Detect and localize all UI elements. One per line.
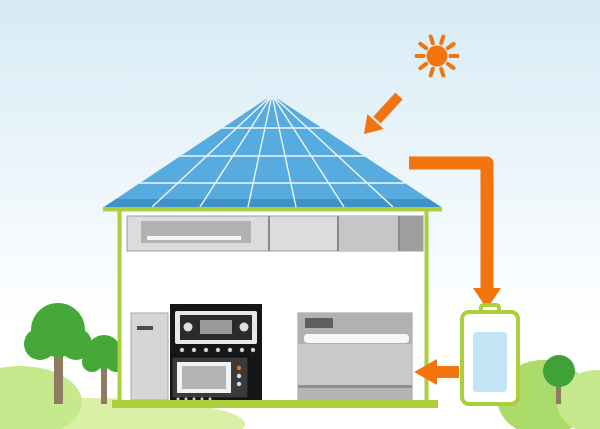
arrow-head — [364, 114, 384, 134]
tree-canopy — [31, 303, 85, 357]
dishwasher-display — [305, 318, 333, 328]
sun-rays — [414, 34, 460, 78]
house — [112, 207, 438, 408]
tree-trunk — [556, 384, 561, 404]
arrow-head — [473, 288, 501, 309]
arrow-shaft — [409, 156, 494, 288]
window-dividers — [268, 216, 400, 251]
microwave-icon — [171, 356, 249, 399]
tree-right-small — [543, 355, 575, 404]
dishwasher-handle-slit — [304, 334, 409, 343]
microwave-dot-power — [236, 365, 242, 371]
appliances — [130, 304, 413, 401]
dishwasher-kickplate — [298, 388, 412, 400]
window-pane — [339, 216, 399, 251]
fridge-icon — [130, 312, 169, 401]
solar-panel-face — [104, 95, 441, 207]
roof-eave-line — [103, 207, 442, 212]
av-knob-left — [183, 322, 193, 332]
sun-core — [426, 45, 448, 67]
microwave-dot — [236, 381, 242, 387]
solar-panel-grid — [104, 95, 441, 207]
upper-windows — [126, 215, 424, 252]
av-knob-right — [239, 322, 249, 332]
microwave-window — [182, 366, 226, 389]
tree-trunk — [101, 368, 107, 404]
av-stack-icon — [170, 304, 262, 401]
av-buttons-row — [179, 347, 256, 353]
dishwasher-icon — [297, 312, 413, 401]
battery-charge-level — [473, 332, 507, 392]
tree-trunk — [54, 350, 63, 404]
av-bottom-dots — [176, 397, 212, 401]
tree-canopy — [543, 355, 575, 387]
solar-roof — [103, 95, 442, 212]
tree-left-large — [24, 303, 92, 404]
microwave-dot — [236, 373, 242, 379]
solar-panel-edge — [104, 199, 441, 207]
dishwasher-door — [298, 344, 412, 385]
arrow-shaft — [373, 92, 403, 124]
vent-slit — [147, 236, 241, 240]
av-receiver-display — [200, 320, 232, 334]
window-pane-dark — [400, 216, 423, 251]
fridge-handle — [137, 326, 153, 330]
arrow-battery-to-house — [414, 359, 459, 385]
sun-icon — [414, 34, 460, 78]
arrow-head — [414, 359, 437, 385]
arrow-roof-to-battery — [409, 156, 501, 309]
bush-right-corner — [557, 370, 600, 429]
dishwasher-groove — [298, 385, 412, 388]
house-base-line — [112, 400, 438, 408]
arrow-sun-to-roof — [364, 92, 403, 134]
battery-icon — [460, 303, 520, 406]
tree-canopy — [87, 335, 121, 369]
